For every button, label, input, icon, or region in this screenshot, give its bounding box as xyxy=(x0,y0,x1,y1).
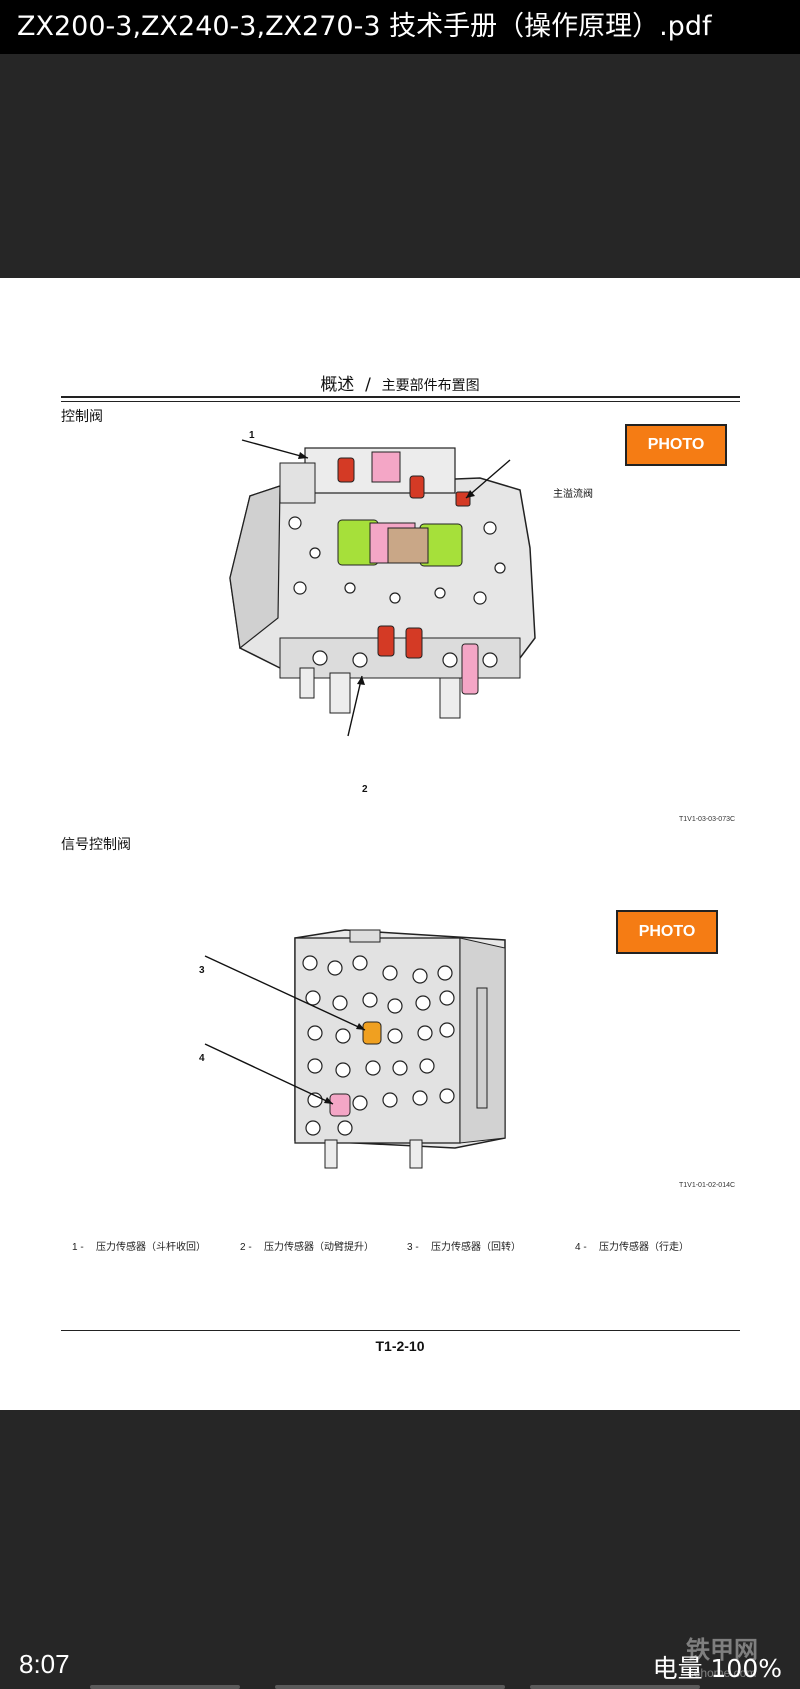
parts-legend: 1 - 压力传感器（斗杆收回） 2 - 压力传感器（动臂提升） 3 - 压力传感器（回… xyxy=(72,1238,752,1254)
svg-text:cehome.com: cehome.com xyxy=(688,1666,757,1680)
figure-code-2: T1V1-01-02-014C xyxy=(679,1182,736,1189)
header-main: 概述 xyxy=(320,375,355,395)
pdf-page: 概述 / 主要部件布置图 控制阀 PHOTO xyxy=(0,278,800,1410)
callout-4: 4 xyxy=(199,1053,205,1064)
legend-item: 2 - 压力传感器（动臂提升） xyxy=(240,1238,374,1253)
scroll-segment xyxy=(275,1685,505,1689)
figure-code-1: T1V1-03-03-073C xyxy=(679,816,736,823)
page-scroll-indicator[interactable] xyxy=(90,1685,710,1689)
scroll-segment xyxy=(90,1685,240,1689)
legend-num: 4 - xyxy=(575,1242,587,1253)
footer-rule xyxy=(61,1330,740,1331)
legend-text: 压力传感器（动臂提升） xyxy=(264,1242,374,1253)
legend-text: 压力传感器（回转） xyxy=(431,1242,521,1253)
callout-3: 3 xyxy=(199,965,205,976)
legend-item: 3 - 压力传感器（回转） xyxy=(407,1238,521,1253)
scroll-segment xyxy=(530,1685,700,1689)
legend-item: 4 - 压力传感器（行走） xyxy=(575,1238,689,1253)
header-sub: 主要部件布置图 xyxy=(381,378,480,394)
header-separator: / xyxy=(365,375,371,395)
page-header: 概述 / 主要部件布置图 xyxy=(0,370,800,395)
document-title-bar: ZX200-3,ZX240-3,ZX270-3 技术手册（操作原理）.pdf xyxy=(0,0,800,54)
svg-text:铁甲网: 铁甲网 xyxy=(686,1636,758,1664)
header-rule-thin xyxy=(61,401,740,402)
legend-text: 压力传感器（行走） xyxy=(599,1242,689,1253)
watermark-logo: 铁甲网 cehome.com xyxy=(686,1636,758,1680)
section-label-signal-control-valve: 信号控制阀 xyxy=(61,837,131,853)
callout-2: 2 xyxy=(362,784,368,795)
photo-button-signal-control-valve[interactable]: PHOTO xyxy=(616,910,718,954)
page-number: T1-2-10 xyxy=(375,1338,425,1354)
legend-num: 1 - xyxy=(72,1242,84,1253)
status-bar: 8:07 电量 100% xyxy=(0,1640,800,1689)
photo-button-control-valve[interactable]: PHOTO xyxy=(625,424,727,466)
header-rule-thick xyxy=(61,396,740,398)
battery-status: 电量 100% xyxy=(652,1654,782,1683)
callout-1: 1 xyxy=(249,430,255,441)
signal-control-valve-illustration xyxy=(204,929,506,1169)
legend-text: 压力传感器（斗杆收回） xyxy=(96,1242,206,1253)
section-label-control-valve: 控制阀 xyxy=(61,409,103,425)
annotation-main-relief-valve: 主溢流阀 xyxy=(553,489,593,500)
document-title: ZX200-3,ZX240-3,ZX270-3 技术手册（操作原理）.pdf xyxy=(17,11,712,42)
legend-num: 3 - xyxy=(407,1242,419,1253)
status-time: 8:07 xyxy=(19,1649,70,1679)
legend-item: 1 - 压力传感器（斗杆收回） xyxy=(72,1238,206,1253)
control-valve-illustration xyxy=(229,439,536,737)
legend-num: 2 - xyxy=(240,1242,252,1253)
